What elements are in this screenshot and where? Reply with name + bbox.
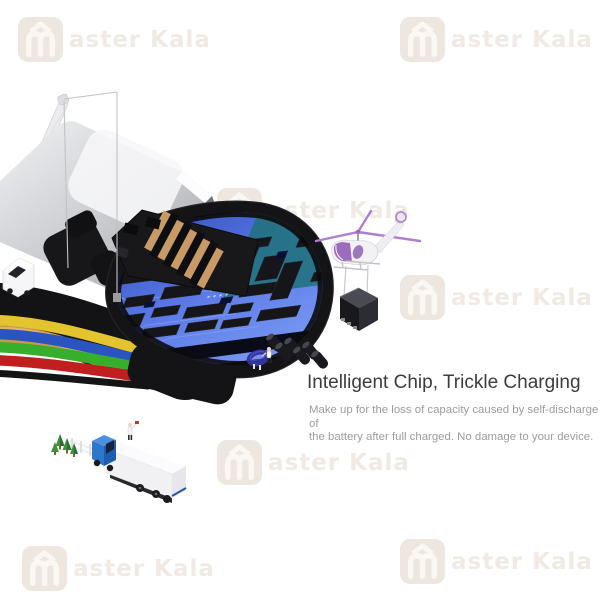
capacitor-cylinders — [266, 333, 329, 369]
helicopter-lifting-chip-crate — [314, 208, 422, 331]
crane-cables — [63, 91, 121, 302]
feature-description-line: Make up for the loss of capacity caused … — [309, 404, 599, 430]
blue-cargo-truck — [92, 435, 187, 503]
feature-description-line: the battery after full charged. No damag… — [309, 431, 594, 444]
feature-heading: Intelligent Chip, Trickle Charging — [307, 372, 581, 393]
feature-description: Make up for the loss of capacity caused … — [309, 404, 600, 445]
worker-with-cable-coil — [246, 347, 272, 370]
pine-trees — [51, 434, 94, 457]
chip-crate — [339, 287, 378, 331]
mini-worker — [127, 421, 139, 440]
copper-connector-pins — [111, 209, 259, 297]
white-cargo-van — [2, 257, 35, 298]
rotor-blades — [314, 209, 422, 243]
